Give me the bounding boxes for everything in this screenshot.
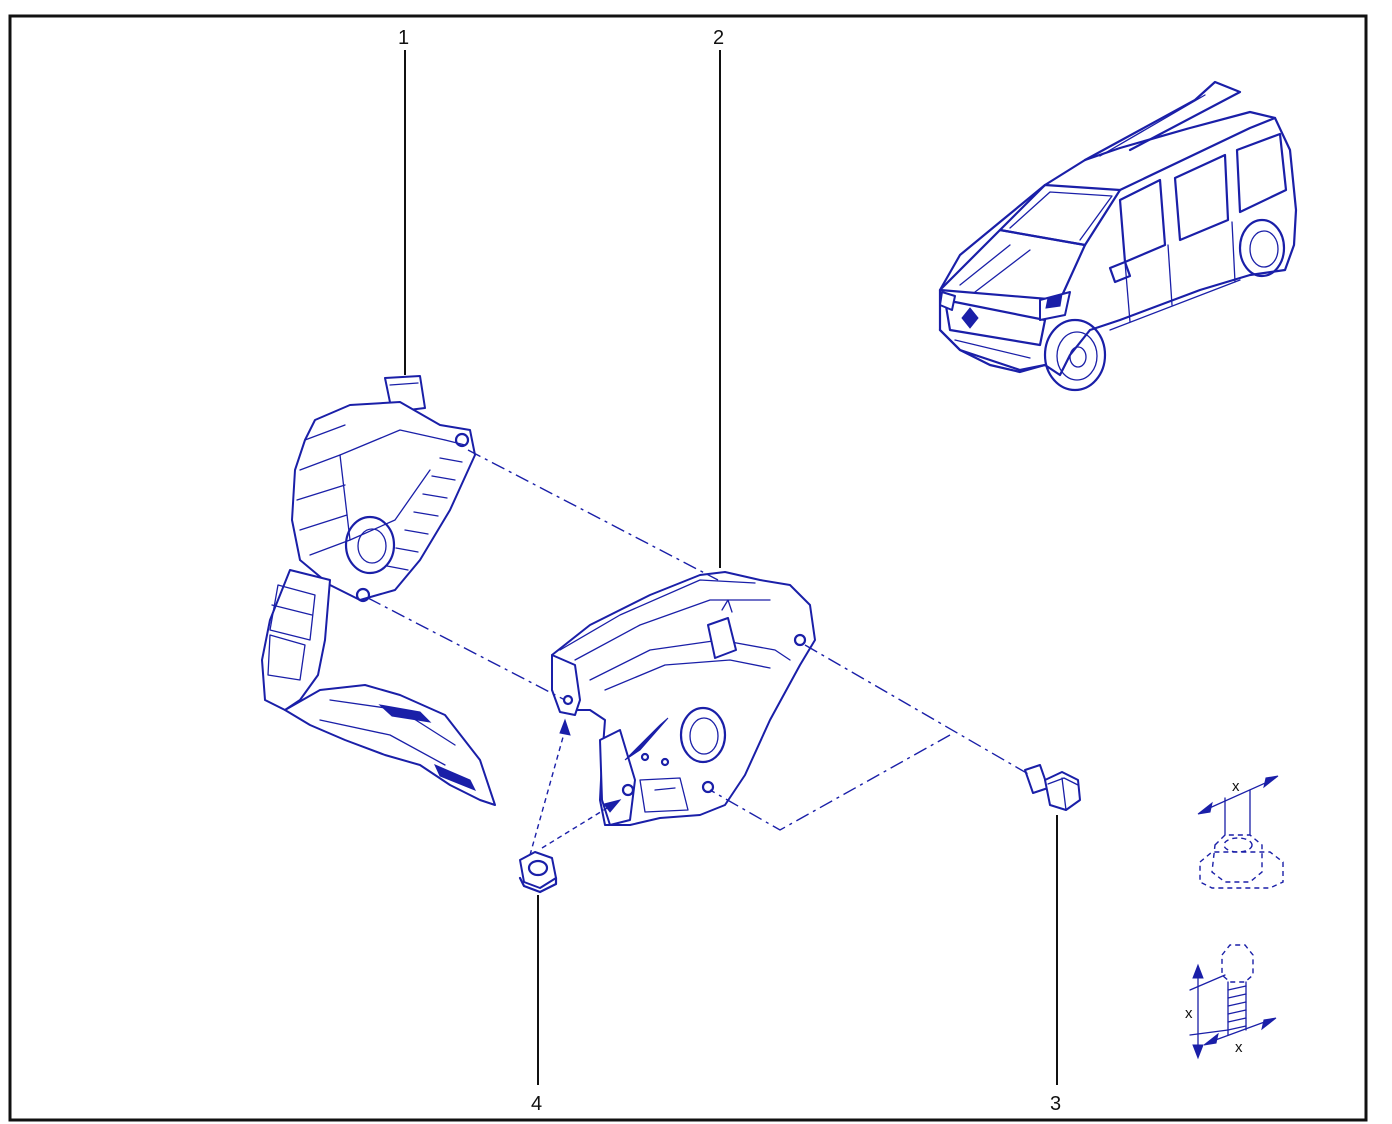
bolt-diameter-label: x bbox=[1235, 1039, 1243, 1056]
nut-dimension-legend: x bbox=[1197, 775, 1284, 889]
nut-dimension-label: x bbox=[1232, 778, 1240, 795]
callout-4: 4 bbox=[531, 1093, 542, 1115]
accelerator-pedal-assembly bbox=[261, 375, 496, 806]
assembly-lines bbox=[367, 449, 1031, 856]
callout-3: 3 bbox=[1050, 1093, 1061, 1115]
diagram-frame bbox=[8, 14, 1368, 1122]
bolt-length-label: x bbox=[1185, 1005, 1193, 1022]
flange-nut bbox=[518, 851, 558, 894]
callout-2: 2 bbox=[713, 27, 724, 49]
flange-bolt bbox=[1024, 764, 1081, 811]
bolt-dimension-legend: x x bbox=[1185, 944, 1277, 1060]
callout-1: 1 bbox=[398, 27, 409, 49]
vehicle-illustration bbox=[938, 80, 1298, 392]
pedal-mounting-bracket bbox=[551, 571, 816, 826]
